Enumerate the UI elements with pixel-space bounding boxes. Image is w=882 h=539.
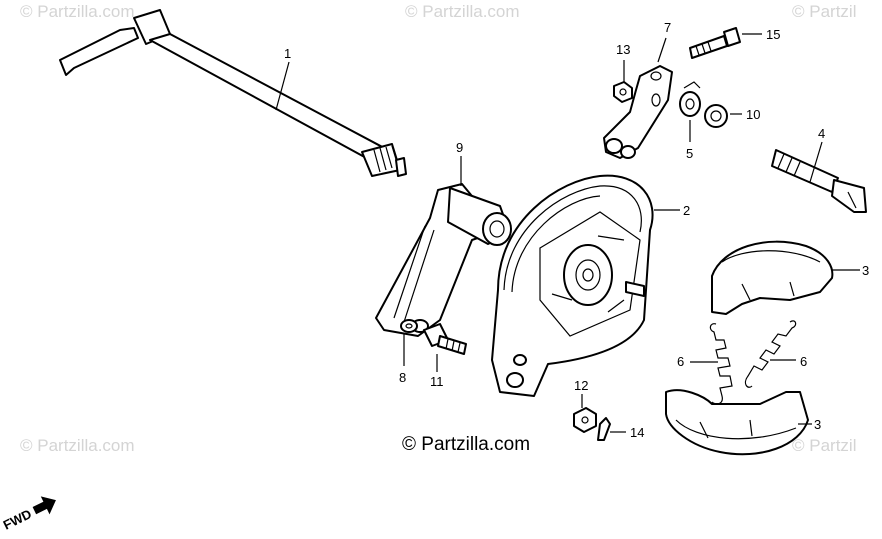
part-1-axle[interactable]: [59, 9, 407, 177]
watermark-top-left: © Partzilla.com: [20, 2, 135, 21]
part-5-indicator-plate[interactable]: [679, 81, 701, 117]
callout-labels: 1 2 3 3 4 5 6 6 7 8 9 10 11 12 13 14 15: [284, 20, 869, 440]
part-2-brake-panel[interactable]: [491, 174, 654, 397]
callout-6-left: 6: [677, 354, 684, 369]
callout-3-lower: 3: [814, 417, 821, 432]
callout-12: 12: [574, 378, 588, 393]
callout-1: 1: [284, 46, 291, 61]
watermark-top-center: © Partzilla.com: [405, 2, 520, 21]
part-14-cotter-pin[interactable]: [597, 417, 611, 441]
watermark-bottom-left: © Partzilla.com: [20, 436, 135, 455]
callout-9: 9: [456, 140, 463, 155]
leader-lines: [275, 33, 860, 433]
callout-3-upper: 3: [862, 263, 869, 278]
callout-2: 2: [683, 203, 690, 218]
callout-6-right: 6: [800, 354, 807, 369]
part-10-seal[interactable]: [704, 104, 728, 128]
part-12-nut[interactable]: [573, 407, 597, 433]
watermark-top-right: © Partzil: [792, 2, 857, 21]
callout-13: 13: [616, 42, 630, 57]
fwd-label: FWD: [1, 506, 34, 532]
part-9-brake-arm[interactable]: [375, 183, 512, 337]
part-11-bolt[interactable]: [423, 323, 467, 355]
part-6-spring-right[interactable]: [744, 320, 797, 388]
part-8-washer[interactable]: [400, 319, 418, 333]
callout-8: 8: [399, 370, 406, 385]
part-4-brake-cam[interactable]: [771, 149, 867, 213]
part-6-spring-left[interactable]: [709, 323, 733, 405]
callout-10: 10: [746, 107, 760, 122]
callout-5: 5: [686, 146, 693, 161]
part-15-bolt[interactable]: [689, 27, 741, 59]
part-3-brake-shoe-upper[interactable]: [711, 240, 834, 315]
part-13-nut[interactable]: [613, 81, 633, 103]
fwd-arrow-icon: FWD: [1, 496, 56, 533]
watermark-bottom-right: © Partzil: [792, 436, 857, 455]
callout-4: 4: [818, 126, 825, 141]
callout-15: 15: [766, 27, 780, 42]
watermark-center: © Partzilla.com: [402, 434, 531, 455]
callout-14: 14: [630, 425, 644, 440]
part-3-brake-shoe-lower[interactable]: [665, 389, 809, 456]
callout-7: 7: [664, 20, 671, 35]
part-7-cam-lever[interactable]: [603, 65, 673, 159]
callout-11: 11: [430, 374, 444, 389]
